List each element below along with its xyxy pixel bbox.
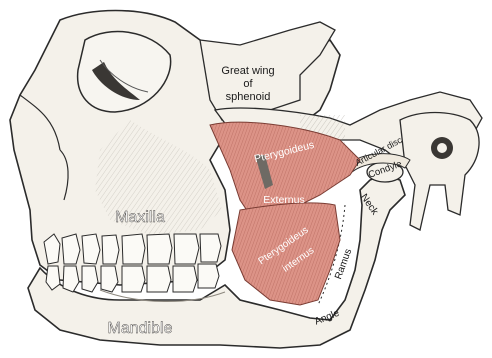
teeth — [44, 234, 221, 292]
label-maxilla: Maxilla — [115, 209, 165, 226]
label-great-wing-line1: Great wing — [221, 65, 274, 77]
upper-teeth — [44, 234, 221, 264]
lower-teeth — [46, 264, 219, 292]
label-mandible: Mandible — [108, 320, 173, 337]
temporal-bone — [400, 113, 479, 231]
label-great-wing-line2: of — [243, 78, 253, 90]
label-pterygoideus-externus-2: Externus — [263, 194, 304, 206]
label-great-wing-line3: sphenoid — [226, 91, 271, 103]
pterygoideus-internus-muscle — [232, 203, 340, 305]
